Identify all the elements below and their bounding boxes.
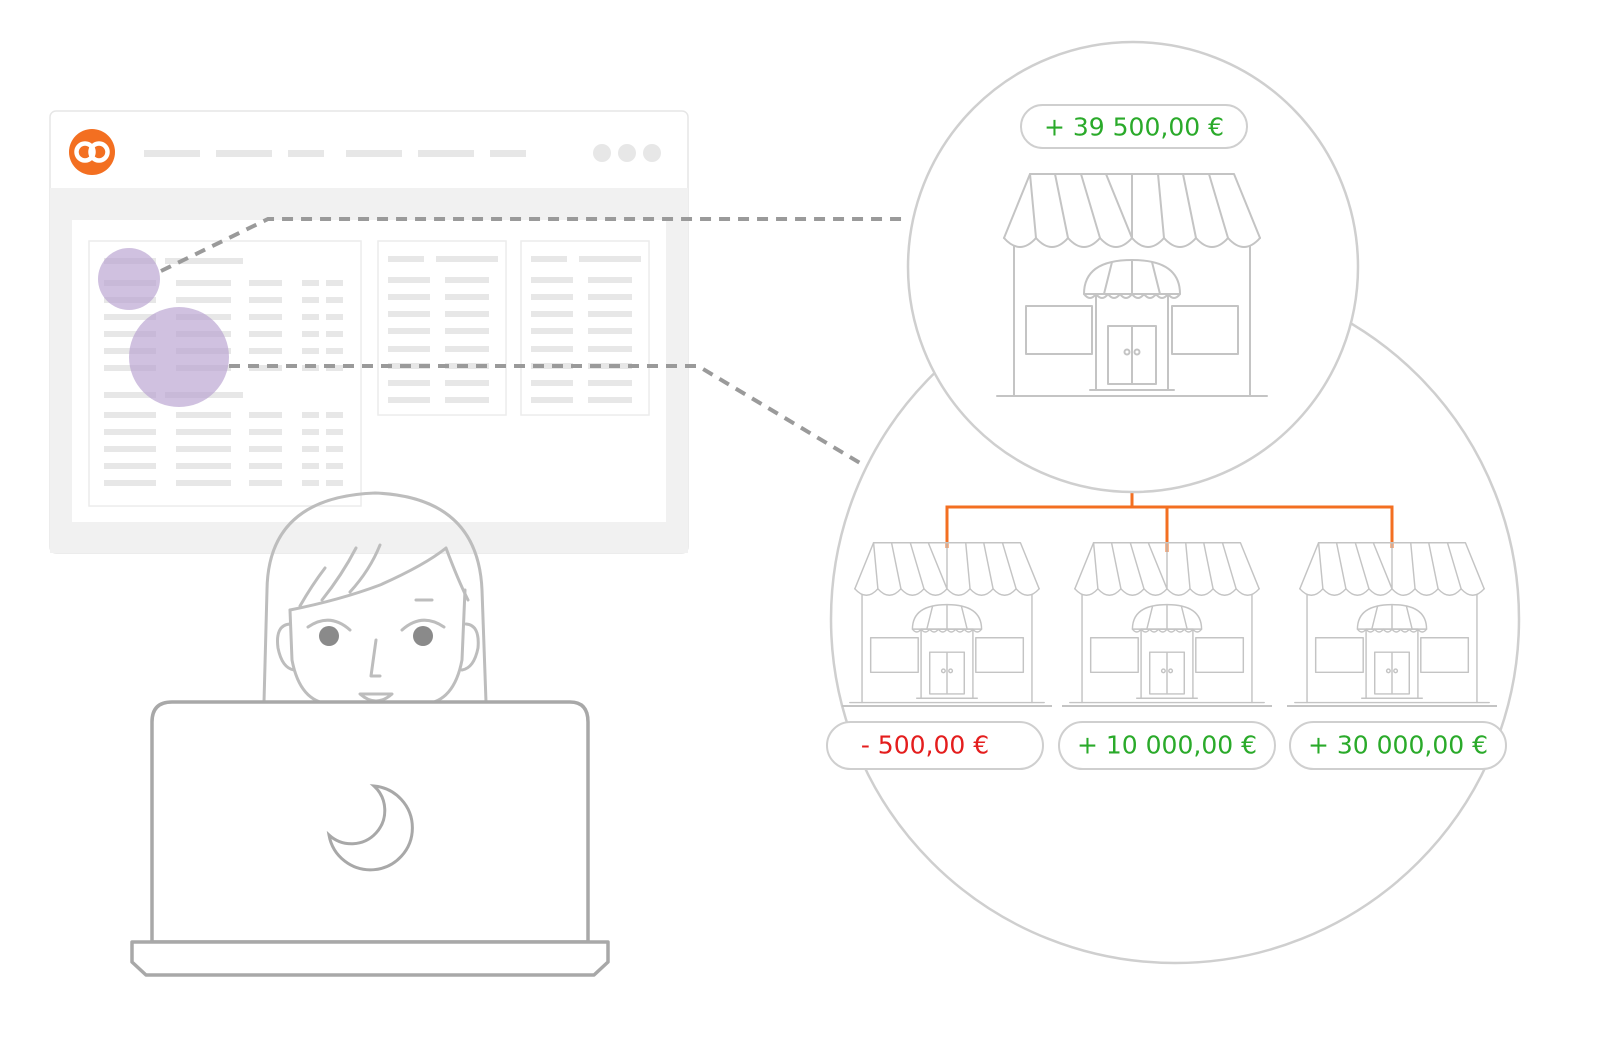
child-store: + 30 000,00 € [1287, 542, 1507, 770]
amount-pill [1289, 721, 1507, 770]
child-amount: + 10 000,00 € [1077, 731, 1257, 760]
moon-icon [326, 784, 414, 872]
highlight-marker [98, 248, 160, 310]
child-store: - 500,00 € [826, 542, 1052, 770]
parent-amount-pill: + 39 500,00 € [1020, 104, 1248, 149]
child-store: + 10 000,00 € [1058, 542, 1276, 770]
op-logo-icon [69, 129, 115, 175]
child-amount: - 500,00 € [861, 731, 989, 760]
amount-pill [1058, 721, 1276, 770]
child-amount: + 30 000,00 € [1308, 731, 1488, 760]
nav-placeholder [144, 150, 526, 157]
browser-window [49, 110, 689, 554]
dashed-connector [160, 217, 903, 465]
laptop-icon [130, 700, 610, 977]
parent-amount: + 39 500,00 € [1044, 113, 1224, 142]
window-dots [593, 144, 661, 162]
parent-store-circle: + 39 500,00 € [906, 40, 1360, 494]
amount-pill [826, 721, 1044, 770]
highlight-marker [129, 307, 229, 407]
